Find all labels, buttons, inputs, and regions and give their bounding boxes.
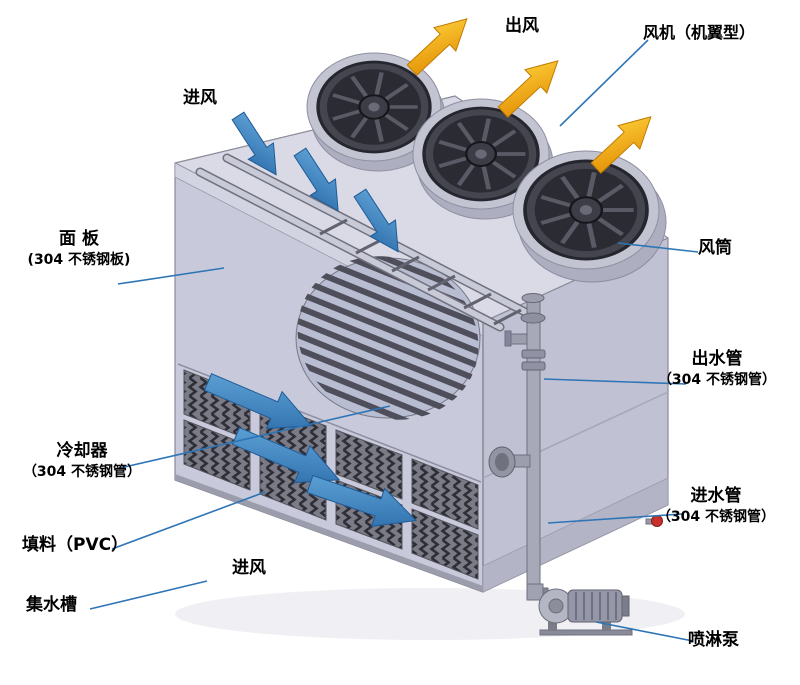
leader-fill <box>111 491 266 550</box>
pvc-fill-panels <box>177 363 482 580</box>
label-inlet-pipe-line1: 进水管 <box>690 486 742 506</box>
label-air-in-bottom: 进风 <box>232 558 266 578</box>
fan-1 <box>306 52 446 172</box>
leader-inlet-pipe <box>547 513 683 524</box>
label-outlet-pipe: 出水管 （304 不锈钢管） <box>638 348 796 390</box>
label-water-basin: 集水槽 <box>26 595 77 615</box>
label-air-in-top: 进风 <box>183 88 217 108</box>
leader-spray-pump <box>595 621 694 642</box>
leader-fan <box>559 39 649 127</box>
label-outlet-pipe-line2: （304 不锈钢管） <box>657 371 777 388</box>
label-cooler: 冷却器 （304 不锈钢管） <box>8 440 156 482</box>
leader-water-basin <box>89 580 208 610</box>
spray-pump <box>526 583 633 636</box>
fan-3 <box>512 150 667 283</box>
label-fill: 填料（PVC） <box>22 535 129 555</box>
label-spray-pump: 喷淋泵 <box>688 630 739 650</box>
leader-panel <box>117 267 225 285</box>
label-air-out: 出风 <box>505 16 539 36</box>
inlet-water-flange <box>488 446 531 478</box>
leader-cooler <box>119 405 391 469</box>
outlet-water-pipe <box>504 293 546 591</box>
front-basin-trim <box>175 474 483 592</box>
label-fan-duct: 风筒 <box>698 238 732 258</box>
label-panel-line2: (304 不锈钢板) <box>27 251 131 268</box>
label-inlet-pipe: 进水管 （304 不锈钢管） <box>636 485 796 527</box>
label-cooler-line2: （304 不锈钢管） <box>22 463 142 480</box>
leader-outlet-pipe <box>543 378 687 385</box>
label-panel: 面 板 (304 不锈钢板) <box>10 228 148 270</box>
label-fan: 风机（机翼型） <box>643 23 756 42</box>
leader-fan-duct <box>617 242 699 253</box>
leader-lines <box>89 39 699 642</box>
label-outlet-pipe-line1: 出水管 <box>691 349 743 369</box>
label-panel-line1: 面 板 <box>59 229 99 249</box>
label-inlet-pipe-line2: （304 不锈钢管） <box>656 508 776 525</box>
label-cooler-line1: 冷却器 <box>56 441 108 461</box>
